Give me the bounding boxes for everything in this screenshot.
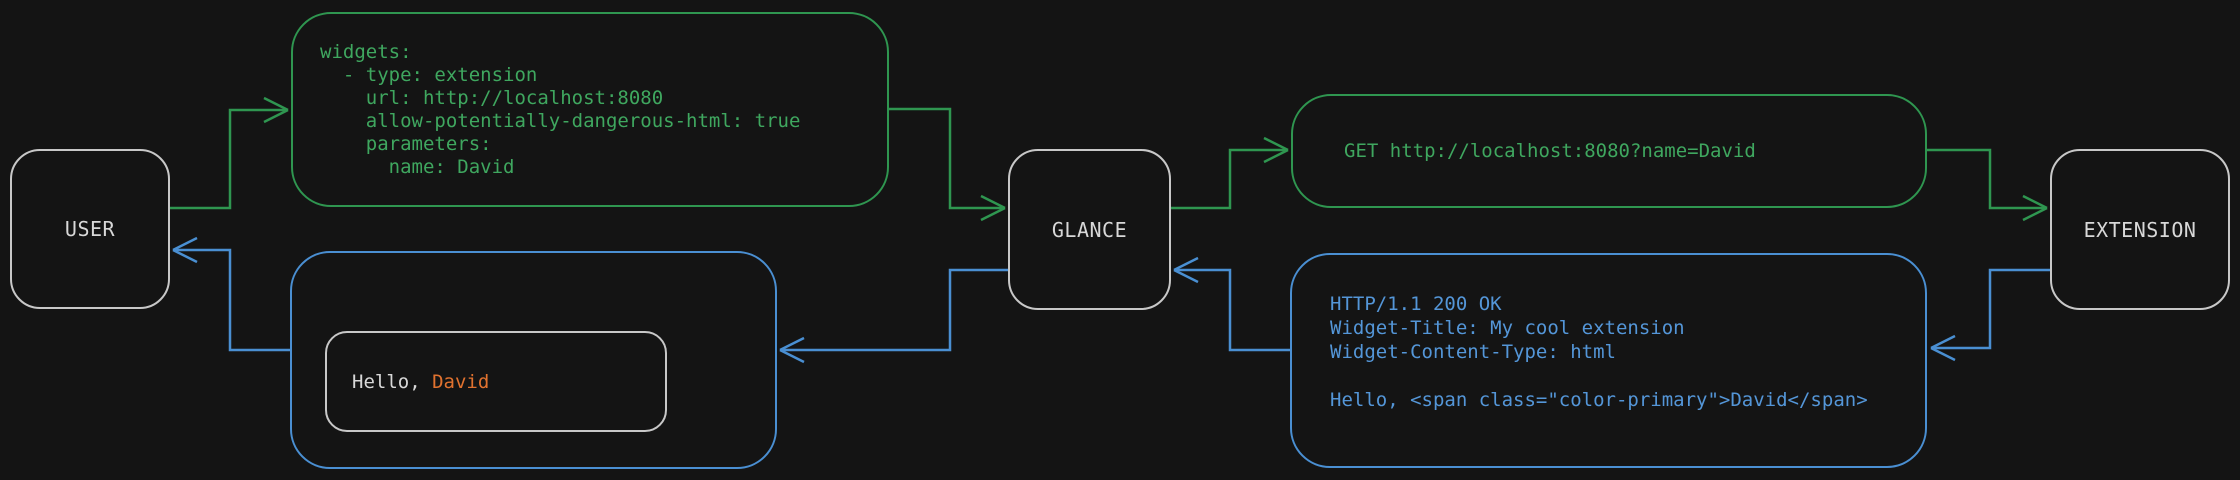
arrow-glance-to-request bbox=[1171, 136, 1289, 210]
response-line bbox=[1330, 364, 1925, 388]
node-glance: GLANCE bbox=[1008, 149, 1171, 310]
config-line: - type: extension bbox=[320, 64, 538, 86]
request-line: GET http://localhost:8080?name=David bbox=[1344, 140, 1756, 162]
response-line: HTTP/1.1 200 OK bbox=[1330, 293, 1502, 315]
arrow-response-to-glance bbox=[1173, 256, 1290, 352]
widget-preview-card: Hello, David bbox=[325, 331, 667, 432]
arrow-user-to-config bbox=[170, 96, 289, 210]
node-user-label: USER bbox=[64, 217, 116, 241]
node-extension: EXTENSION bbox=[2050, 149, 2230, 310]
config-yaml-box: widgets: - type: extension url: http://l… bbox=[291, 12, 889, 207]
config-line: allow-potentially-dangerous-html: true bbox=[320, 110, 801, 132]
greeting-name: David bbox=[432, 370, 490, 393]
arrow-glance-to-widget bbox=[779, 268, 1008, 364]
node-glance-label: GLANCE bbox=[1051, 217, 1128, 242]
http-response-box: HTTP/1.1 200 OK Widget-Title: My cool ex… bbox=[1290, 253, 1927, 468]
response-line: Widget-Title: My cool extension bbox=[1330, 317, 1685, 339]
config-line: name: David bbox=[320, 156, 515, 178]
config-line: url: http://localhost:8080 bbox=[320, 87, 664, 109]
arrow-request-to-extension bbox=[1927, 148, 2048, 222]
node-user: USER bbox=[10, 149, 170, 309]
greeting-prefix: Hello, bbox=[352, 370, 433, 393]
config-line: parameters: bbox=[320, 133, 492, 155]
response-line: Hello, <span class="color-primary">David… bbox=[1330, 389, 1868, 411]
http-request-box: GET http://localhost:8080?name=David bbox=[1291, 94, 1927, 208]
arrow-extension-to-response bbox=[1930, 268, 2050, 362]
rendered-widget-box: MY COOL EXTENSION Hello, David bbox=[290, 251, 777, 469]
node-extension-label: EXTENSION bbox=[2083, 217, 2197, 242]
arrow-config-to-glance bbox=[889, 107, 1006, 222]
response-line: Widget-Content-Type: html bbox=[1330, 341, 1616, 363]
config-line: widgets: bbox=[320, 41, 412, 63]
arrow-widget-to-user bbox=[172, 236, 290, 352]
